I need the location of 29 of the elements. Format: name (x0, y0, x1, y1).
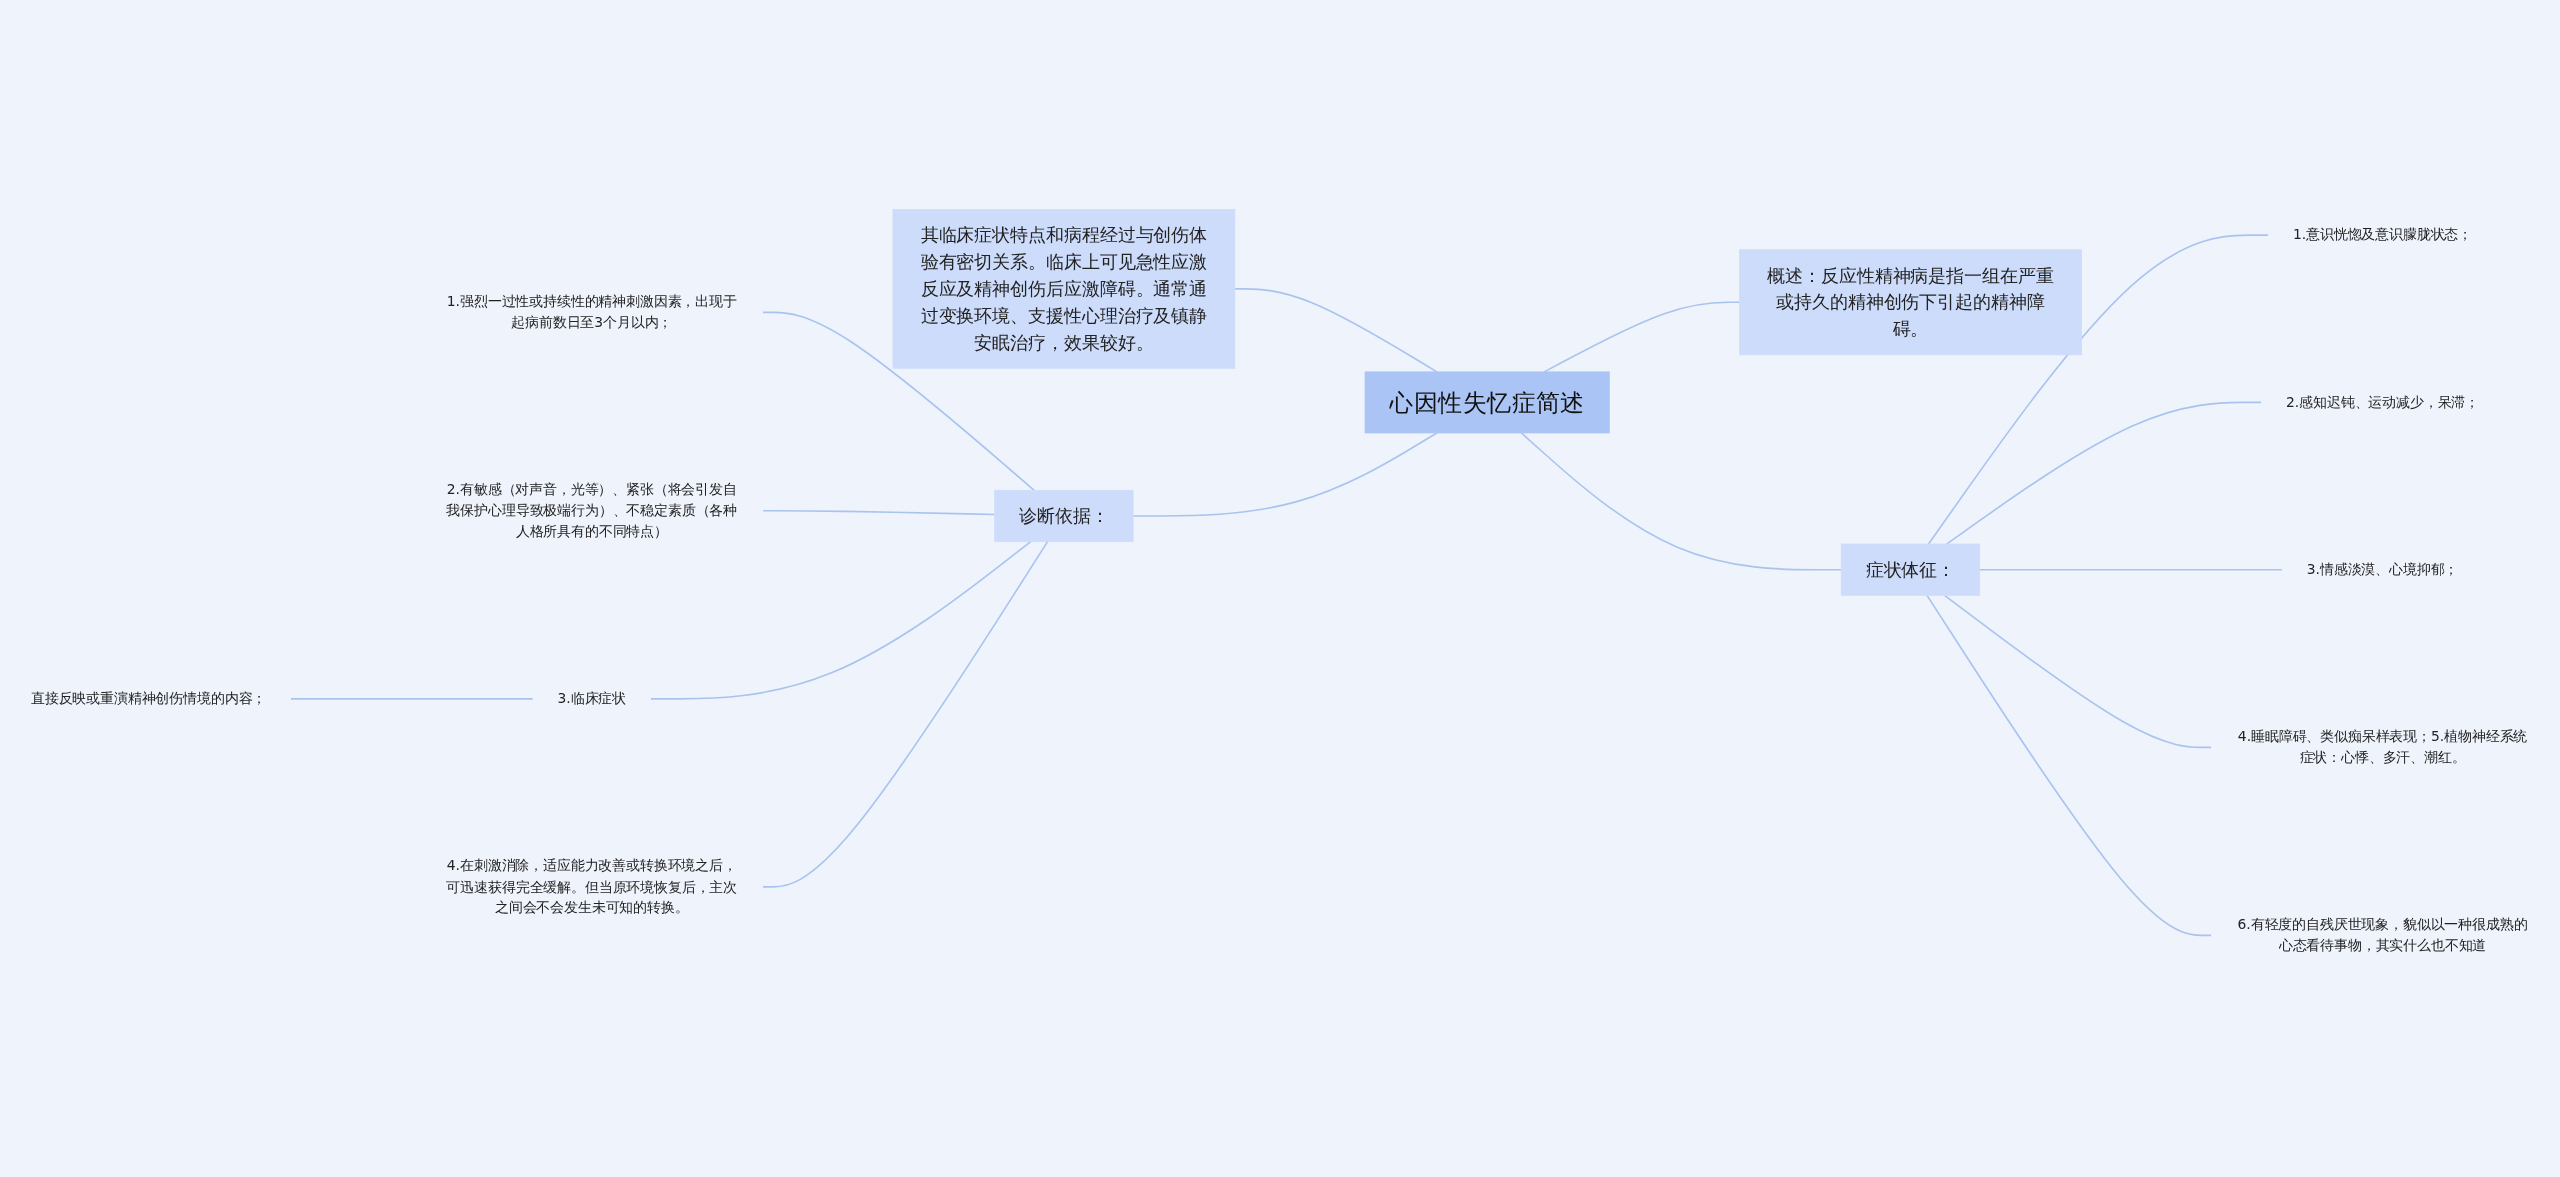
connector (761, 311, 1035, 491)
connector (1520, 431, 1843, 571)
connector (1978, 568, 2284, 571)
connector (761, 509, 996, 515)
connector (1943, 594, 2213, 748)
connector (1543, 301, 1741, 373)
node-text: 1.意识恍惚及意识朦胧状态； (2292, 225, 2473, 243)
node-text: 4.在刺激消除，适应能力改善或转换环境之后，可迅速获得完全缓解。但当原环境恢复后，主次之间会不会发生未可知的转换。 (446, 856, 738, 915)
node-box: 心因性失忆症简述 (1364, 371, 1610, 433)
node-text: 3.临床症状 (557, 689, 627, 706)
connector (1132, 431, 1438, 517)
connector (289, 697, 534, 700)
node-box: 概述：反应性精神病是指一组在严重或持久的精神创伤下引起的精神障碍。 (1739, 248, 2082, 355)
connector (761, 540, 1049, 888)
node-text: 6.有轻度的自残厌世现象，貌似以一种很成熟的心态看待事物，其实什么也不知道 (2237, 915, 2528, 953)
connector (1945, 401, 2263, 545)
node-box: 症状体征： (1840, 543, 1981, 596)
node-text: 2.感知迟钝、运动减少，呆滞； (2285, 393, 2480, 410)
connector (649, 540, 1032, 700)
connector (1234, 287, 1438, 373)
node-box: 其临床症状特点和病程经过与创伤体验有密切关系。临床上可见急性应激反应及精神创伤后应激障碍。通常通过变换环境、支援性心理治疗及镇静安眠治疗，效果较好。 (892, 208, 1236, 369)
connector (1926, 594, 2213, 936)
node-text: 1.强烈一过性或持续性的精神刺激因素，出现于起病前数日至3个月以内； (446, 292, 737, 330)
node-text: 2.有敏感（对声音，光等）、紧张（将会引发自我保护心理导致极端行为）、不稳定素质（各种人格所具有的不同特点） (446, 480, 738, 539)
node-text: 直接反映或重演精神创伤情境的内容； (30, 689, 267, 706)
node-box: 诊断依据： (994, 489, 1134, 542)
node-text: 3.情感淡漠、心境抑郁； (2306, 560, 2459, 577)
node-text: 4.睡眠障碍、类似痴呆样表现；5.植物神经系统症状：心悸、多汗、潮红。 (2237, 727, 2528, 765)
connector (1927, 233, 2270, 545)
